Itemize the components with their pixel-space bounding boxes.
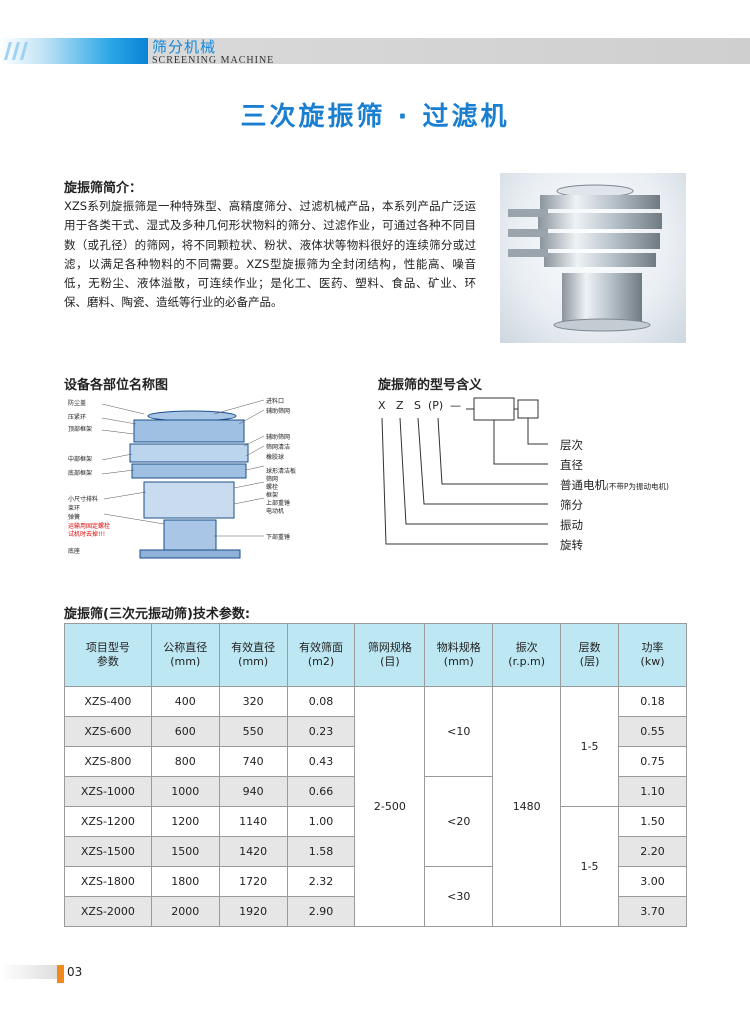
parts-diagram: 防尘盖 压紧环 顶部框架 中部框架 底部框架 小尺寸排料 束环 弹簧 运输用固定… (64, 394, 320, 562)
header-stripes-icon (4, 42, 28, 60)
table-heading: 旋振筛(三次元振动筛)技术参数: (64, 607, 251, 622)
th-mesh: 筛网规格(目) (354, 623, 426, 687)
material-cell-1: <10 (424, 686, 494, 777)
label-aux-screen-2: 辅助筛网 (266, 434, 291, 441)
intro-body: XZS系列旋振筛是一种特殊型、高精度筛分、过滤机械产品，本系列产品广泛运用于各类… (64, 199, 476, 310)
table-row: XZS-1800 1800 1720 2.32 <30 3.00 (64, 866, 687, 927)
label-top-frame: 顶部框架 (68, 426, 93, 433)
material-cell-3: <30 (424, 866, 494, 927)
code-z: Z (396, 399, 404, 412)
meaning-layers: 层次 (560, 438, 583, 452)
th-vibration: 振次(r.p.m) (492, 623, 562, 687)
page-number: 03 (67, 965, 83, 979)
table-row: XZS-600 600 550 0.23 0.55 (64, 716, 687, 747)
th-nominal: 公称直径(mm) (150, 623, 220, 687)
footer-accent (57, 965, 64, 983)
label-dust-cover: 防尘盖 (68, 400, 87, 407)
label-ball-plate: 球形清洁板 (266, 468, 297, 475)
label-screen: 筛网 (266, 476, 279, 483)
label-mid-frame: 中部框架 (68, 456, 93, 463)
model-code-lines (381, 397, 548, 545)
spec-table: 项目型号参数 公称直径(mm) 有效直径(mm) 有效筛面(m2) 筛网规格(目… (64, 623, 687, 927)
th-material: 物料规格(mm) (424, 623, 494, 687)
label-frame: 框架 (266, 492, 279, 499)
label-upper-weight: 上部重锤 (266, 500, 291, 507)
code-x: X (378, 399, 386, 412)
table-row: XZS-2000 2000 1920 2.90 3.70 (64, 896, 687, 927)
layers-cell-2: 1-5 (560, 806, 620, 927)
layers-cell-1: 1-5 (560, 686, 620, 807)
header-category-cn: 筛分机械 (152, 38, 217, 56)
label-transport-bolt: 运输用固定螺栓 (68, 523, 111, 530)
footer-band (0, 965, 64, 979)
label-motor: 电动机 (266, 508, 285, 515)
label-remove-warning: 试机时去掉!!! (68, 531, 106, 538)
th-model: 项目型号参数 (64, 623, 152, 687)
label-base: 底座 (68, 548, 81, 555)
label-screen-clean: 筛网清洁 (266, 444, 291, 451)
vibrating-screen-icon (508, 184, 662, 332)
header-category-en: SCREENING MACHINE (152, 55, 275, 66)
label-bottom-frame: 底部框架 (68, 470, 93, 477)
meaning-motor: 普通电机(不带P为振动电机) (560, 478, 669, 492)
label-clamp-ring: 压紧环 (68, 414, 87, 421)
table-row: XZS-400 400 320 0.08 2-500 <10 1480 1-5 … (64, 686, 687, 927)
table-header-row: 项目型号参数 公称直径(mm) 有效直径(mm) 有效筛面(m2) 筛网规格(目… (64, 623, 687, 687)
machine-cutaway-icon (101, 399, 265, 559)
th-layers: 层数(层) (560, 623, 620, 687)
table-row: XZS-1500 1500 1420 1.58 2.20 (64, 836, 687, 867)
label-aux-screen-1: 辅助筛网 (266, 408, 291, 415)
label-spring: 弹簧 (68, 514, 81, 521)
mesh-cell: 2-500 (354, 686, 426, 927)
meaning-screening: 筛分 (560, 498, 583, 512)
parts-heading: 设备各部位名称图 (64, 378, 169, 393)
intro-heading: 旋振筛简介： (64, 181, 143, 196)
label-band: 束环 (68, 505, 81, 512)
code-s: S (414, 399, 421, 412)
meaning-diameter: 直径 (560, 458, 583, 472)
table-row: XZS-1000 1000 940 0.66 <20 1.10 (64, 776, 687, 867)
motor-note: (不带P为振动电机) (606, 482, 669, 491)
label-rubber-ball: 橡胶球 (266, 454, 285, 461)
vibration-cell: 1480 (492, 686, 562, 927)
label-small-discharge: 小尺寸排料 (68, 496, 99, 503)
code-dash: — (450, 399, 461, 412)
th-area: 有效筛面(m2) (286, 623, 356, 687)
code-p: (P) (428, 399, 444, 412)
label-bolt: 螺栓 (266, 484, 279, 491)
table-row: XZS-800 800 740 0.43 0.75 (64, 746, 687, 777)
meaning-rotation: 旋转 (560, 538, 583, 552)
th-effective: 有效直径(mm) (218, 623, 288, 687)
page-title: 三次旋振筛 · 过滤机 (240, 102, 510, 132)
meaning-vibration: 振动 (560, 518, 583, 532)
label-lower-weight: 下部重锤 (266, 534, 291, 541)
model-heading: 旋振筛的型号含义 (378, 378, 483, 393)
label-inlet: 进料口 (266, 398, 285, 405)
product-photo (500, 173, 686, 343)
th-power: 功率(kw) (618, 623, 687, 687)
material-cell-2: <20 (424, 776, 494, 867)
